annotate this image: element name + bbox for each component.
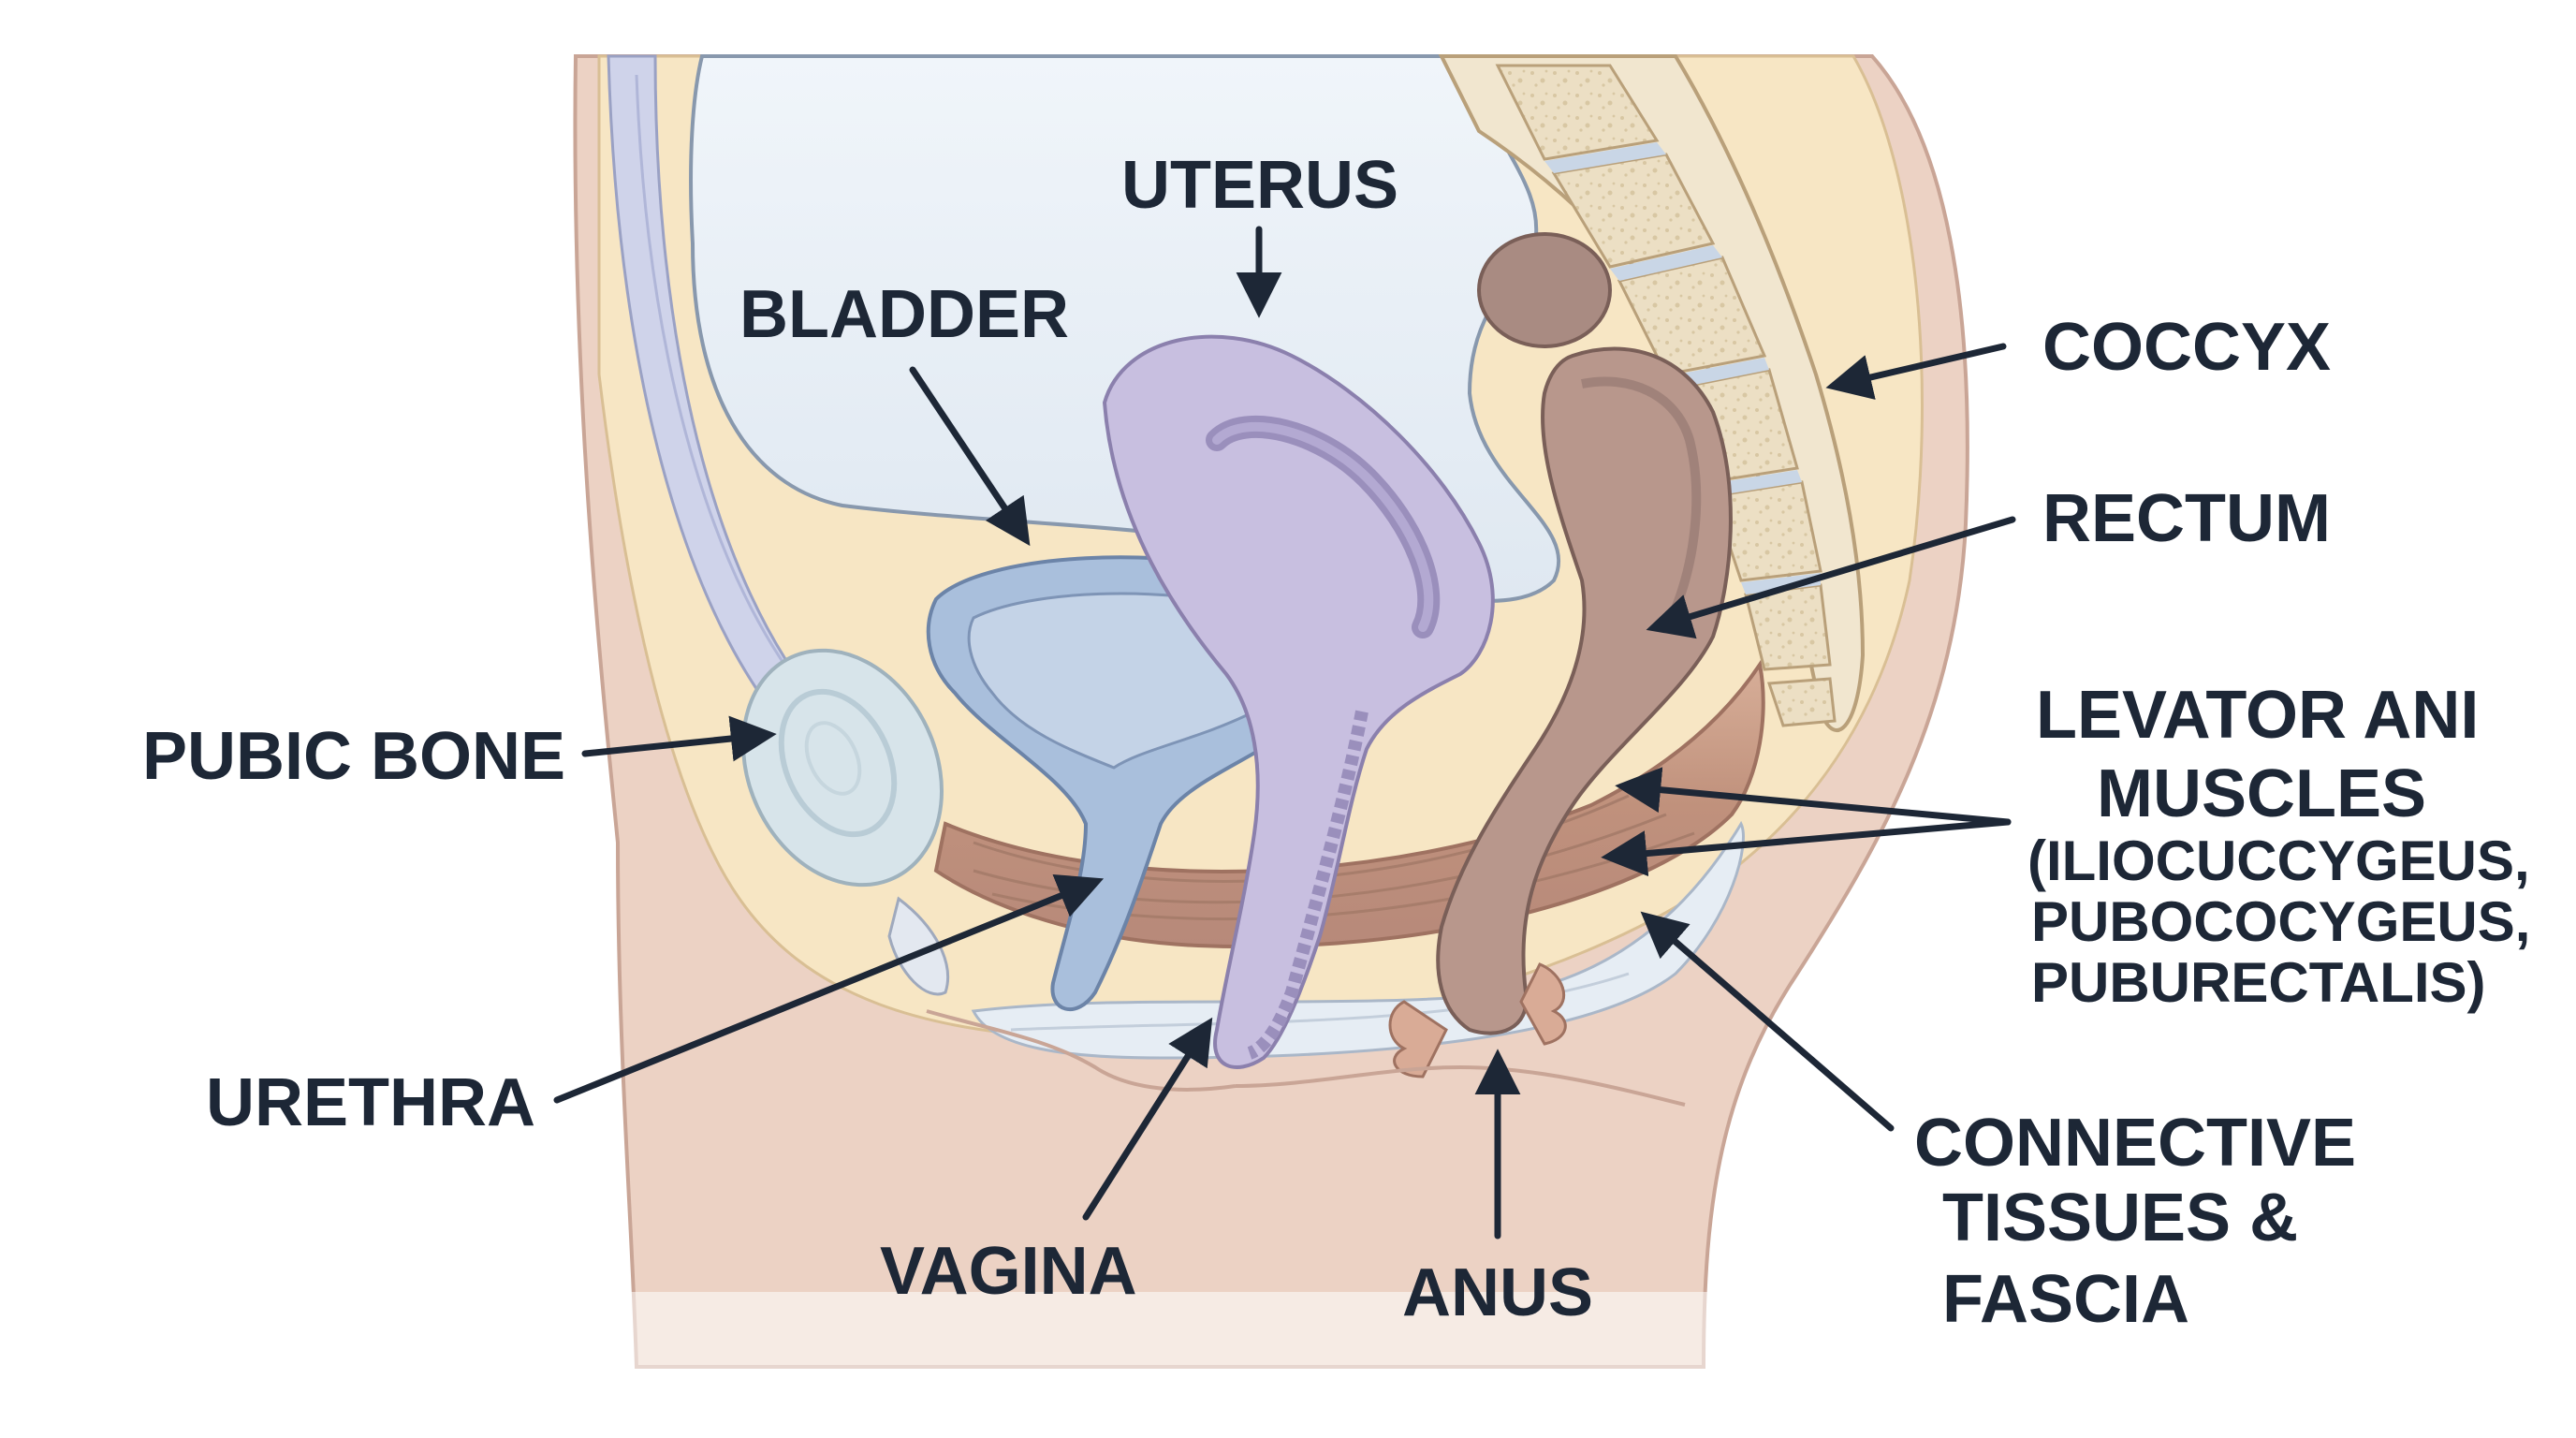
- label-connective-line3: FASCIA: [1942, 1266, 2189, 1333]
- label-levator-ani-sub3: PUBURECTALIS): [2031, 955, 2486, 1011]
- label-bladder: BLADDER: [739, 281, 1069, 348]
- label-levator-ani-sub1: (ILIOCUCCYGEUS,: [2027, 833, 2530, 889]
- label-anus: ANUS: [1402, 1259, 1593, 1327]
- label-connective-line1: CONNECTIVE: [1914, 1109, 2356, 1177]
- label-uterus: UTERUS: [1121, 152, 1398, 219]
- label-pubic-bone: PUBIC BONE: [142, 723, 565, 790]
- label-coccyx: COCCYX: [2042, 314, 2331, 381]
- label-vagina: VAGINA: [880, 1238, 1137, 1305]
- label-levator-ani-sub2: PUBOCOCYGEUS,: [2031, 894, 2530, 950]
- label-rectum: RECTUM: [2042, 485, 2331, 552]
- label-urethra: URETHRA: [206, 1069, 535, 1137]
- label-levator-ani-line2: MUSCLES: [2097, 760, 2426, 828]
- label-connective-line2: TISSUES &: [1942, 1184, 2298, 1252]
- label-levator-ani-line1: LEVATOR ANI: [2036, 682, 2479, 749]
